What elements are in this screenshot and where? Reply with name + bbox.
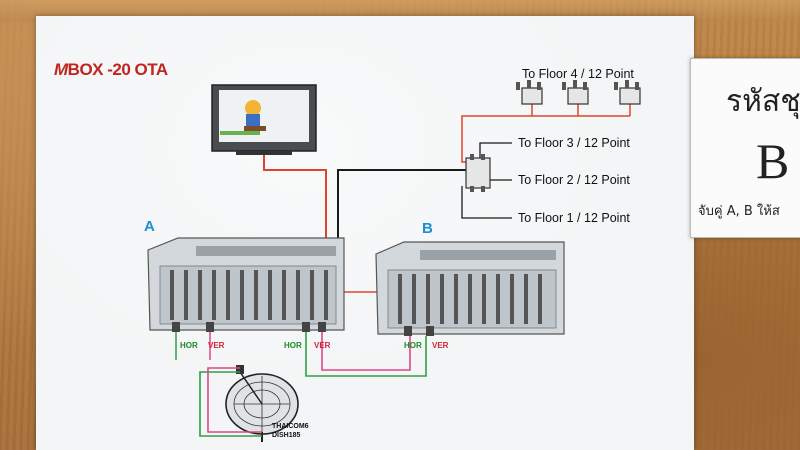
unit-a-hor-label: HOR <box>180 341 198 350</box>
floor-1-label: To Floor 1 / 12 Point <box>518 211 630 225</box>
unit-a-hor-label-2: HOR <box>284 341 302 350</box>
unit-b-ver-label: VER <box>432 341 449 350</box>
side-card-letter: B <box>756 133 790 189</box>
unit-a-label: A <box>144 218 155 235</box>
splitter-icon-floor4-c <box>614 80 641 105</box>
dish-label: THAICOM6 DISH185 <box>272 422 309 440</box>
product-title-prefix: M <box>54 60 68 79</box>
side-label-card <box>690 58 800 238</box>
unit-a-ver-label: VER <box>208 341 225 350</box>
floor-4-label: To Floor 4 / 12 Point <box>522 67 634 81</box>
side-card-title: รหัสชุ <box>726 84 800 119</box>
satellite-dish-icon <box>225 365 299 442</box>
product-title: MBOX -20 OTA <box>54 60 168 80</box>
unit-b-label: B <box>422 220 433 237</box>
splitter-icon-floor4-a <box>516 80 543 105</box>
lnb-cables <box>175 332 427 437</box>
floor-3-label: To Floor 3 / 12 Point <box>518 136 630 150</box>
multiswitch-unit-a <box>147 237 345 332</box>
tv-cable-red <box>263 155 327 270</box>
splitter-icon-floor4-b <box>562 80 589 105</box>
unit-b-hor-label: HOR <box>404 341 422 350</box>
multiswitch-unit-b <box>375 241 565 336</box>
side-card-note: จับคู่ A, B ให้ส <box>698 204 780 219</box>
floor-2-label: To Floor 2 / 12 Point <box>518 173 630 187</box>
product-title-rest: BOX -20 OTA <box>67 60 168 79</box>
floor-distribution-cables <box>461 104 631 219</box>
tv-icon <box>211 84 317 155</box>
splitter-icon-main <box>465 154 491 192</box>
unit-a-ver-label-2: VER <box>314 341 331 350</box>
dish-label-line2: DISH185 <box>272 432 301 439</box>
dish-label-line1: THAICOM6 <box>272 423 309 430</box>
